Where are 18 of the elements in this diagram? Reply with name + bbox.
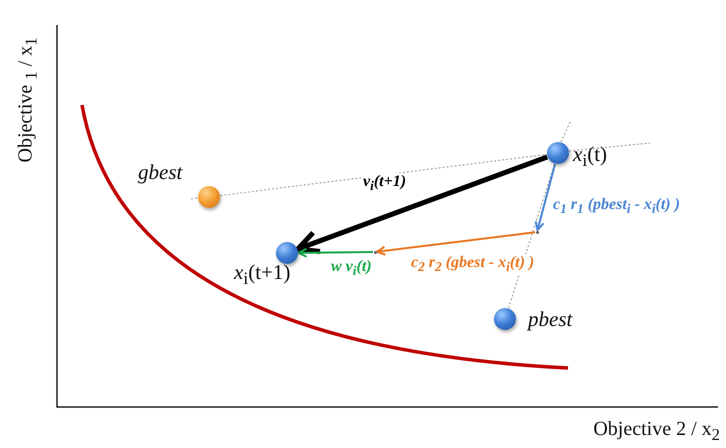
guide-line	[220, 154, 548, 196]
particle-label: x$_{i}$(t+1)	[234, 260, 290, 290]
arrow	[376, 231, 536, 256]
axis-title: Objective 2 / x$_{2}$	[593, 418, 720, 445]
particle-label: gbest	[138, 160, 182, 185]
arrow	[295, 154, 548, 254]
arrow	[534, 164, 556, 232]
arrow	[298, 248, 374, 258]
particle	[276, 242, 298, 264]
junction-point	[536, 230, 538, 234]
edge-label: c$_{2}$ r$_{2}$ (gbest - x$_{i}$(t) )	[410, 254, 536, 275]
particle-label: x$_{i}$(t)	[573, 142, 608, 172]
particle	[198, 186, 220, 208]
particle	[547, 142, 569, 164]
guide-line	[508, 163, 555, 309]
junction-point	[374, 250, 376, 254]
particle-label: pbest	[528, 307, 572, 332]
particle	[494, 308, 516, 330]
